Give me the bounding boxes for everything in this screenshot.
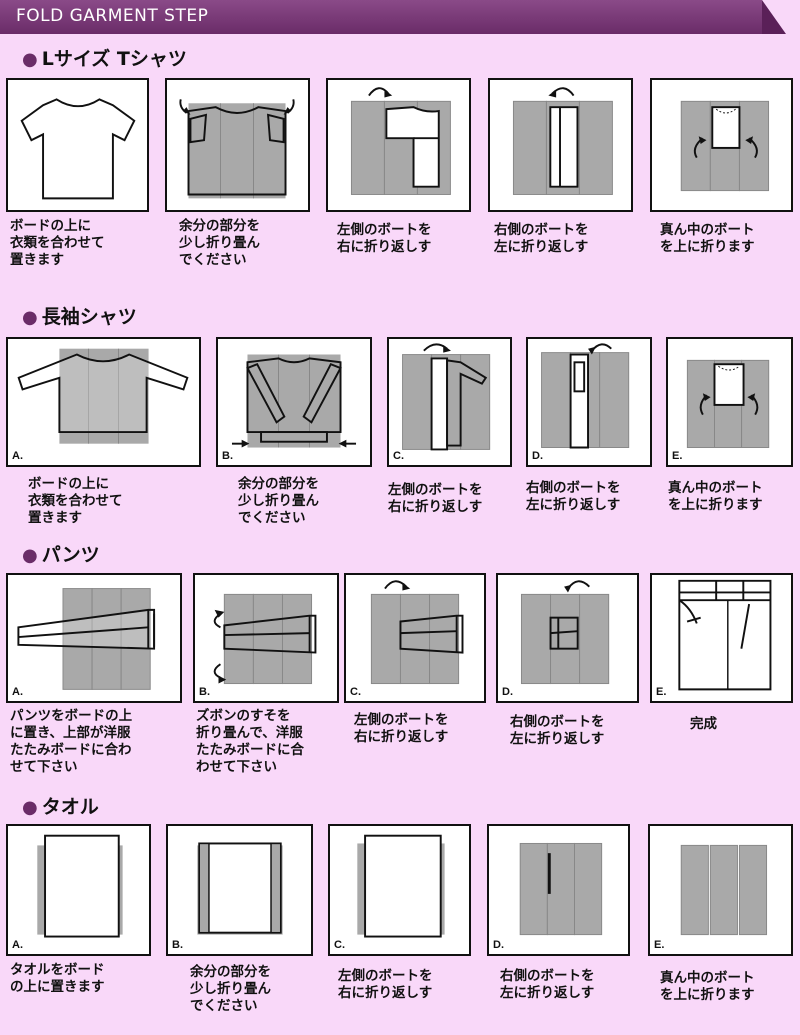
section-title-long-sleeve: ●長袖シャツ <box>22 302 137 329</box>
tshirt-right-fold-illustration <box>512 87 613 195</box>
step-letter: D. <box>532 450 543 462</box>
header-tab <box>0 0 762 34</box>
towel-flat-illustration <box>37 834 123 938</box>
pants-left-fold-illustration <box>370 580 464 685</box>
step-caption: 右側のボートを 左に折り返しす <box>494 222 589 255</box>
towel-sides-fold-illustration <box>197 842 283 935</box>
header-corner-decoration <box>762 0 786 34</box>
step-panel-tshirt-2 <box>165 78 310 212</box>
section-title-text: タオル <box>41 796 99 818</box>
header-title: FOLD GARMENT STEP <box>16 6 209 26</box>
step-panel-tshirt-5 <box>650 78 793 212</box>
step-caption: 余分の部分を 少し折り畳ん でください <box>190 964 271 1014</box>
step-caption: ボードの上に 衣類を合わせて 置きます <box>10 218 105 268</box>
step-caption: 左側のボートを 右に折り返しす <box>338 968 433 1001</box>
step-panel-pants-C: C. <box>344 573 486 703</box>
step-letter: B. <box>199 686 210 698</box>
step-letter: C. <box>393 450 404 462</box>
step-letter: D. <box>493 939 504 951</box>
step-panel-pants-D: D. <box>496 573 639 703</box>
tshirt-left-fold-illustration <box>350 87 451 195</box>
step-caption: 右側のボートを 左に折り返しす <box>510 714 605 747</box>
pants-right-fold-illustration <box>520 580 610 685</box>
towel-right-fold-illustration <box>519 842 603 936</box>
step-caption: 真ん中のボート を上に折ります <box>660 222 755 255</box>
section-title-text: 長袖シャツ <box>41 306 137 328</box>
step-caption: タオルをボード の上に置きます <box>10 962 105 995</box>
bullet-icon: ● <box>22 797 38 818</box>
tshirt-sleeves-fold-illustration <box>179 99 295 199</box>
bullet-icon: ● <box>22 49 38 70</box>
step-panel-pants-A: A. <box>6 573 182 703</box>
section-title-text: パンツ <box>41 544 100 566</box>
step-caption: 完成 <box>690 716 717 732</box>
step-panel-towel-A: A. <box>6 824 151 956</box>
section-title-tshirt: ●Lサイズ Tシャツ <box>22 44 187 71</box>
longsleeve-final-fold-illustration <box>686 359 770 449</box>
longsleeve-left-fold-illustration <box>402 343 491 451</box>
towel-left-fold-illustration <box>357 834 445 938</box>
bullet-icon: ● <box>22 307 38 328</box>
section-title-text: Lサイズ Tシャツ <box>41 48 187 70</box>
step-caption: ボードの上に 衣類を合わせて 置きます <box>28 476 123 526</box>
towel-final-fold-illustration <box>680 844 768 936</box>
step-letter: B. <box>172 939 183 951</box>
step-caption: 左側のボートを 右に折り返しす <box>337 222 432 255</box>
step-caption: 余分の部分を 少し折り畳ん でください <box>238 476 319 526</box>
step-panel-tshirt-4 <box>488 78 633 212</box>
step-caption: ズボンのすそを 折り畳んで、洋服 たたみボードに合 わせて下さい <box>196 708 304 775</box>
step-caption: 右側のボートを 左に折り返しす <box>526 480 621 513</box>
step-letter: B. <box>222 450 233 462</box>
step-letter: E. <box>656 686 667 698</box>
tshirt-final-fold-illustration <box>680 100 770 192</box>
step-caption: パンツをボードの上 に置き、上部が洋服 たたみボードに合わ せて下さい <box>10 708 133 775</box>
tshirt-flat-illustration <box>20 98 136 200</box>
step-panel-longsleeve-A: A. <box>6 337 201 467</box>
step-letter: E. <box>654 939 665 951</box>
step-panel-towel-D: D. <box>487 824 630 956</box>
step-panel-longsleeve-C: C. <box>387 337 512 467</box>
longsleeve-sleeves-fold-illustration <box>231 354 357 448</box>
longsleeve-right-fold-illustration <box>541 343 630 449</box>
step-panel-longsleeve-D: D. <box>526 337 652 467</box>
step-letter: C. <box>334 939 345 951</box>
section-title-towel: ●タオル <box>22 792 99 819</box>
step-panel-tshirt-3 <box>326 78 471 212</box>
section-title-pants: ●パンツ <box>22 540 100 567</box>
step-caption: 右側のボートを 左に折り返しす <box>500 968 595 1001</box>
step-letter: A. <box>12 686 23 698</box>
step-panel-longsleeve-B: B. <box>216 337 372 467</box>
step-panel-towel-C: C. <box>328 824 471 956</box>
step-letter: A. <box>12 939 23 951</box>
step-caption: 真ん中のボート を上に折ります <box>668 480 763 513</box>
longsleeve-flat-illustration <box>17 348 189 444</box>
pants-flat-illustration <box>17 588 156 690</box>
step-letter: C. <box>350 686 361 698</box>
pants-finished-illustration <box>678 579 772 691</box>
step-panel-towel-E: E. <box>648 824 793 956</box>
step-panel-pants-B: B. <box>193 573 339 703</box>
step-letter: E. <box>672 450 683 462</box>
step-caption: 余分の部分を 少し折り畳ん でください <box>179 218 260 268</box>
step-panel-towel-B: B. <box>166 824 313 956</box>
step-caption: 左側のボートを 右に折り返しす <box>354 712 449 745</box>
step-letter: D. <box>502 686 513 698</box>
step-letter: A. <box>12 450 23 462</box>
step-caption: 左側のボートを 右に折り返しす <box>388 482 483 515</box>
step-caption: 真ん中のボート を上に折ります <box>660 970 755 1003</box>
step-panel-longsleeve-E: E. <box>666 337 793 467</box>
step-panel-pants-E: E. <box>650 573 793 703</box>
pants-hem-fold-illustration <box>213 593 317 685</box>
bullet-icon: ● <box>22 545 38 566</box>
header-bar: FOLD GARMENT STEP <box>0 0 786 34</box>
step-panel-tshirt-1 <box>6 78 149 212</box>
